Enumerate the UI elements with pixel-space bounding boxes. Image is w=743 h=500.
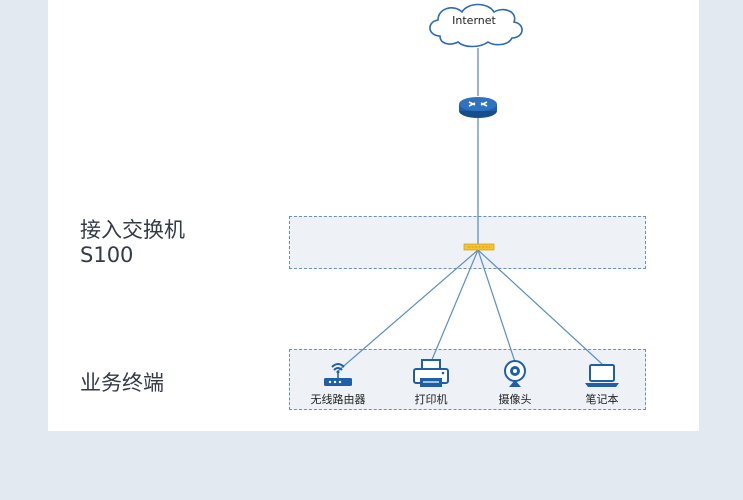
devices-layer-label: 业务终端 — [80, 371, 164, 395]
device-label: 打印机 — [414, 393, 448, 406]
device-camera: 摄像头 — [480, 359, 550, 407]
device-laptop: 笔记本 — [567, 362, 637, 407]
internet-label: Internet — [452, 14, 496, 27]
access-switch-icon — [463, 243, 495, 251]
internet-cloud-icon — [429, 3, 523, 48]
laptop-icon — [585, 364, 619, 387]
wifi-router-icon — [324, 363, 352, 386]
core-router-icon — [459, 97, 497, 118]
switch-layer-name: 接入交换机 — [80, 218, 185, 242]
printer-icon — [413, 359, 449, 387]
link-switch-router-device — [337, 249, 479, 372]
device-printer: 打印机 — [396, 358, 466, 407]
switch-layer-band — [289, 216, 646, 269]
link-switch-camera — [477, 249, 516, 363]
device-wifi-router: 无线路由器 — [303, 361, 373, 407]
diagram-card: 接入交换机 S100 业务终端 Internet — [48, 0, 699, 431]
link-switch-printer — [430, 249, 479, 363]
network-links — [337, 3, 603, 372]
device-label: 无线路由器 — [310, 393, 366, 406]
switch-model: S100 — [80, 243, 134, 267]
device-label: 摄像头 — [498, 393, 532, 406]
camera-icon — [504, 360, 526, 387]
device-label: 笔记本 — [585, 393, 619, 406]
link-switch-laptop — [477, 249, 603, 365]
switch-layer-label: 接入交换机 S100 — [80, 218, 185, 268]
